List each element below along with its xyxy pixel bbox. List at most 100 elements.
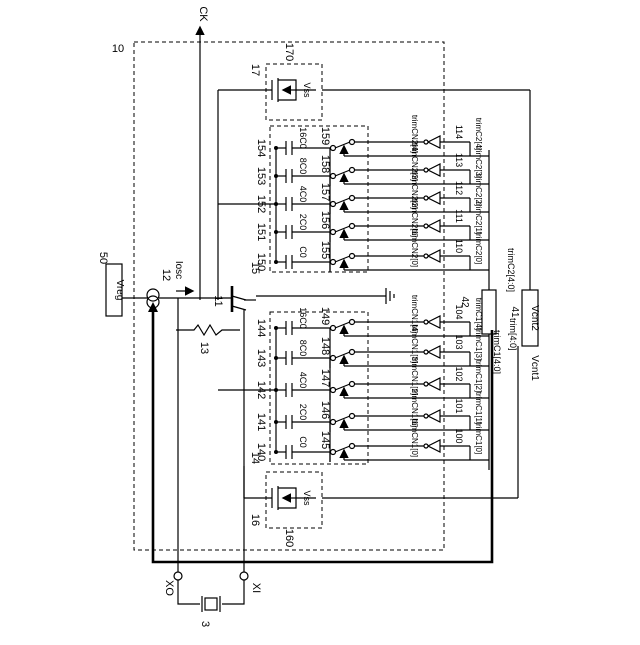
inverter-ref: 114	[454, 125, 464, 139]
xi-terminal	[240, 572, 248, 580]
inverter-bubble	[424, 414, 428, 418]
vss-fet-1-ref: 160	[283, 529, 295, 547]
switch-149	[331, 326, 336, 331]
switch-contact	[350, 196, 355, 201]
vss-block-2-ref: 17	[249, 64, 261, 76]
switch-blade	[335, 384, 350, 390]
vreg-label: Vreg	[114, 280, 125, 301]
xo-terminal	[174, 572, 182, 580]
vss-fet-2-ref: 170	[283, 43, 295, 61]
inverter-112	[428, 192, 440, 204]
cap-value: 2C0	[298, 214, 308, 231]
switch-ref: 157	[319, 183, 331, 201]
switch-blade	[335, 170, 350, 176]
switch-contact	[350, 444, 355, 449]
inverter-ref: 110	[454, 239, 464, 253]
cap-rows-1: C0140145100trimC1[0]trimCN1[0]2C01411461…	[218, 295, 489, 462]
inverter-bubble	[424, 168, 428, 172]
trim-c-label: trimC2[0]	[474, 232, 483, 264]
vcnt1-label: Vcnt1	[529, 355, 540, 381]
switch-blade	[335, 416, 350, 422]
trim-c-label: trimC2[3]	[474, 146, 483, 178]
cap-ref: 144	[255, 319, 267, 337]
cap-value: 16C0	[298, 127, 308, 149]
vss-label-1: Vss	[302, 490, 312, 506]
inverter-bubble	[424, 444, 428, 448]
switch-ref: 159	[319, 127, 331, 145]
switch-ref: 149	[319, 307, 331, 325]
inverter-102	[428, 378, 440, 390]
cap-ref: 151	[255, 223, 267, 241]
switch-156	[331, 230, 336, 235]
switch-ref: 155	[319, 241, 331, 259]
cap-value: 8C0	[298, 340, 308, 357]
current-source-ref: 12	[160, 269, 172, 281]
cap-value: 4C0	[298, 186, 308, 203]
cap-array-1	[270, 312, 368, 464]
inverter-104	[428, 316, 440, 328]
switch-contact	[350, 414, 355, 419]
switch-ref: 146	[319, 401, 331, 419]
switch-blade	[335, 446, 350, 452]
trim-c-label: trimC2[2]	[474, 174, 483, 206]
crystal-lead-left	[178, 580, 200, 604]
inverter-ref: 112	[454, 181, 464, 195]
current-source-symbol	[147, 289, 159, 301]
switch-contact	[350, 350, 355, 355]
cap-ref: 150	[255, 253, 267, 271]
switch-ref: 148	[319, 337, 331, 355]
trim-c1-bus-label: trimC1[4:0]	[492, 330, 502, 374]
trim-box	[482, 290, 496, 334]
cap-ref: 143	[255, 349, 267, 367]
trim-c-label: trimC1[2]	[474, 360, 483, 392]
cap-value: 8C0	[298, 158, 308, 175]
switch-ref: 145	[319, 431, 331, 449]
vss-label-2: Vss	[302, 82, 312, 98]
inverter-113	[428, 164, 440, 176]
cap-rows-2: C0150155110trimC2[0]trimCN2[0]2C01511561…	[218, 115, 489, 272]
xi-label: XI	[250, 583, 262, 593]
cap-value: C0	[298, 436, 308, 448]
inverter-bubble	[424, 140, 428, 144]
inverter-ref: 111	[454, 209, 464, 223]
inverter-ref: 102	[454, 366, 464, 381]
inverter-ref: 103	[454, 334, 464, 349]
cap-ref: 142	[255, 381, 267, 399]
crystal-symbol	[205, 598, 217, 610]
cap-box-41-ref: 41	[509, 306, 520, 318]
inverter-bubble	[424, 254, 428, 258]
inverter-111	[428, 220, 440, 232]
regulator-ref: 50	[97, 252, 109, 264]
switch-148	[331, 356, 336, 361]
cap-value: 4C0	[298, 372, 308, 389]
crystal-ref: 3	[199, 621, 211, 627]
vss-block-1	[266, 472, 322, 528]
ck-label: CK	[197, 6, 209, 22]
switch-contact	[350, 320, 355, 325]
xo-label: XO	[163, 580, 175, 596]
trim-bus-label: trim[4:0]	[508, 318, 518, 351]
inverter-bubble	[424, 196, 428, 200]
cap-value: 2C0	[298, 404, 308, 421]
inverter-ref: 113	[454, 153, 464, 167]
switch-contact	[350, 224, 355, 229]
switch-blade	[335, 226, 350, 232]
switch-ref: 158	[319, 155, 331, 173]
cap-ref: 152	[255, 195, 267, 213]
inverter-bubble	[424, 350, 428, 354]
cap-ref: 153	[255, 167, 267, 185]
switch-146	[331, 420, 336, 425]
switch-157	[331, 202, 336, 207]
chip-ref: 10	[112, 43, 124, 55]
trim-cn-label: trimCN1[4]	[410, 295, 419, 333]
trim-c-label: trimC2[1]	[474, 202, 483, 234]
cap-ref: 140	[255, 443, 267, 461]
trim-c-label: trimC1[1]	[474, 392, 483, 424]
switch-159	[331, 146, 336, 151]
switch-blade	[335, 198, 350, 204]
inverter-101	[428, 410, 440, 422]
transistor-lead-2	[232, 306, 246, 310]
cap-ref: 154	[255, 139, 267, 157]
iosc-label: Iosc	[173, 261, 184, 279]
crystal-lead-right	[222, 580, 244, 604]
